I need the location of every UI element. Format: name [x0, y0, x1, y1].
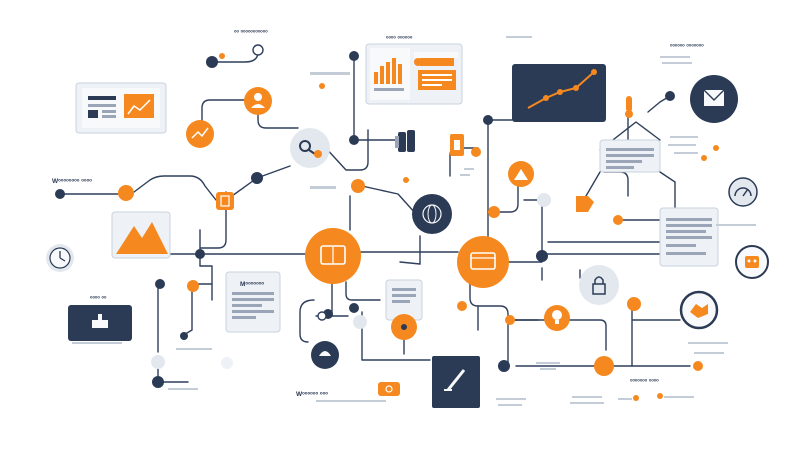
hub-right	[457, 236, 509, 288]
tag-icon	[576, 196, 594, 212]
right-top-caption: ᵒᵒᵒᵒᵒᵒ ᵒᵒᵒᵒᵒᵒᵒ	[670, 44, 704, 50]
bar-chart-icon	[374, 58, 402, 84]
bottom-dark-card	[432, 356, 480, 408]
top-center-books	[395, 130, 415, 152]
handshake-node	[679, 290, 719, 330]
battery-widget	[216, 192, 234, 210]
user-icon	[254, 93, 262, 101]
navy-dots	[55, 51, 675, 388]
trend-node	[186, 120, 214, 148]
connector	[199, 265, 213, 301]
mail-icon	[704, 90, 724, 106]
speedometer-node	[728, 177, 758, 207]
hub-left	[305, 228, 361, 284]
speedometer-icon	[734, 187, 752, 197]
small-card-caption: ᵒᵒᵒᵒ ᵒᵒ	[90, 296, 107, 302]
handshake-icon	[690, 304, 708, 318]
lock-node	[579, 265, 619, 305]
at-icon	[385, 385, 393, 393]
cloud-mountain-icon	[514, 169, 528, 180]
documents-icon	[395, 130, 415, 152]
tag-widget	[576, 196, 594, 212]
light-grey-circles	[151, 193, 551, 369]
search-node	[290, 128, 330, 168]
connector	[541, 199, 549, 257]
right-bottom-caption: ᵒᵒᵒᵒᵒᵒᵒ ᵒᵒᵒᵒ	[630, 379, 659, 385]
connector	[399, 261, 421, 265]
bottom-right-node	[594, 356, 614, 376]
connector	[585, 171, 601, 197]
cloud-node	[508, 161, 534, 187]
connector	[659, 171, 676, 213]
robot-node	[735, 245, 769, 279]
center-left-card	[225, 271, 281, 333]
connector	[133, 175, 217, 201]
thermometer-widget	[625, 96, 633, 118]
bottom-caption: Wᵒᵒᵒᵒᵒᵒ ᵒᵒᵒ	[296, 391, 328, 398]
robot-icon	[745, 256, 759, 268]
user-node	[244, 87, 272, 115]
connector	[181, 291, 193, 337]
top-left-card	[75, 82, 167, 134]
center-card-title: Mᵒᵒᵒᵒᵒᵒᵒ	[240, 281, 264, 288]
pen-icon	[446, 369, 466, 391]
browser-window-icon	[470, 252, 496, 270]
chat-node	[391, 314, 417, 340]
top-bar-chart-card	[365, 43, 463, 105]
connector	[361, 185, 417, 215]
globe-node	[412, 194, 452, 234]
connector	[469, 283, 509, 367]
left-caption: Wᵒᵒᵒᵒᵒᵒᵒᵒ ᵒᵒᵒᵒ	[52, 178, 92, 185]
at-widget	[378, 382, 400, 396]
mountain-card	[111, 211, 171, 259]
connector	[257, 102, 299, 129]
thermometer-icon	[626, 96, 632, 112]
lock-icon	[592, 283, 606, 295]
right-list-card	[659, 207, 719, 267]
book-widget	[450, 134, 464, 156]
connector	[345, 281, 381, 301]
dark-ring-node	[311, 341, 339, 369]
connector	[299, 299, 315, 343]
top-caption: ᵒᵒ ᵒᵒᵒᵒᵒᵒᵒᵒᵒᵒᵒ	[234, 30, 268, 36]
connector	[211, 51, 259, 63]
battery-icon	[220, 195, 230, 207]
connector	[603, 171, 629, 197]
connector	[513, 319, 607, 351]
connector	[323, 129, 369, 171]
top-right-dark-card	[512, 64, 606, 122]
mail-node	[690, 75, 738, 123]
dark-left-card	[68, 305, 132, 341]
trend-icon	[127, 99, 151, 115]
clock-widget	[46, 244, 74, 272]
connector	[199, 191, 227, 249]
center-small-card	[385, 279, 423, 321]
right-doc-card	[599, 139, 661, 173]
connectors	[59, 51, 691, 383]
lightbulb-icon	[552, 310, 562, 320]
lightbulb-node	[544, 305, 570, 331]
orange-dots	[118, 53, 719, 401]
top-card-caption: ᵒᵒᵒᵒ ᵒᵒᵒᵒᵒᵒ	[386, 36, 413, 42]
placeholder-text	[72, 36, 756, 406]
connector	[493, 185, 519, 213]
search-icon	[299, 140, 311, 152]
outline-dots	[252, 44, 327, 321]
mountain-chart-icon	[116, 222, 168, 254]
